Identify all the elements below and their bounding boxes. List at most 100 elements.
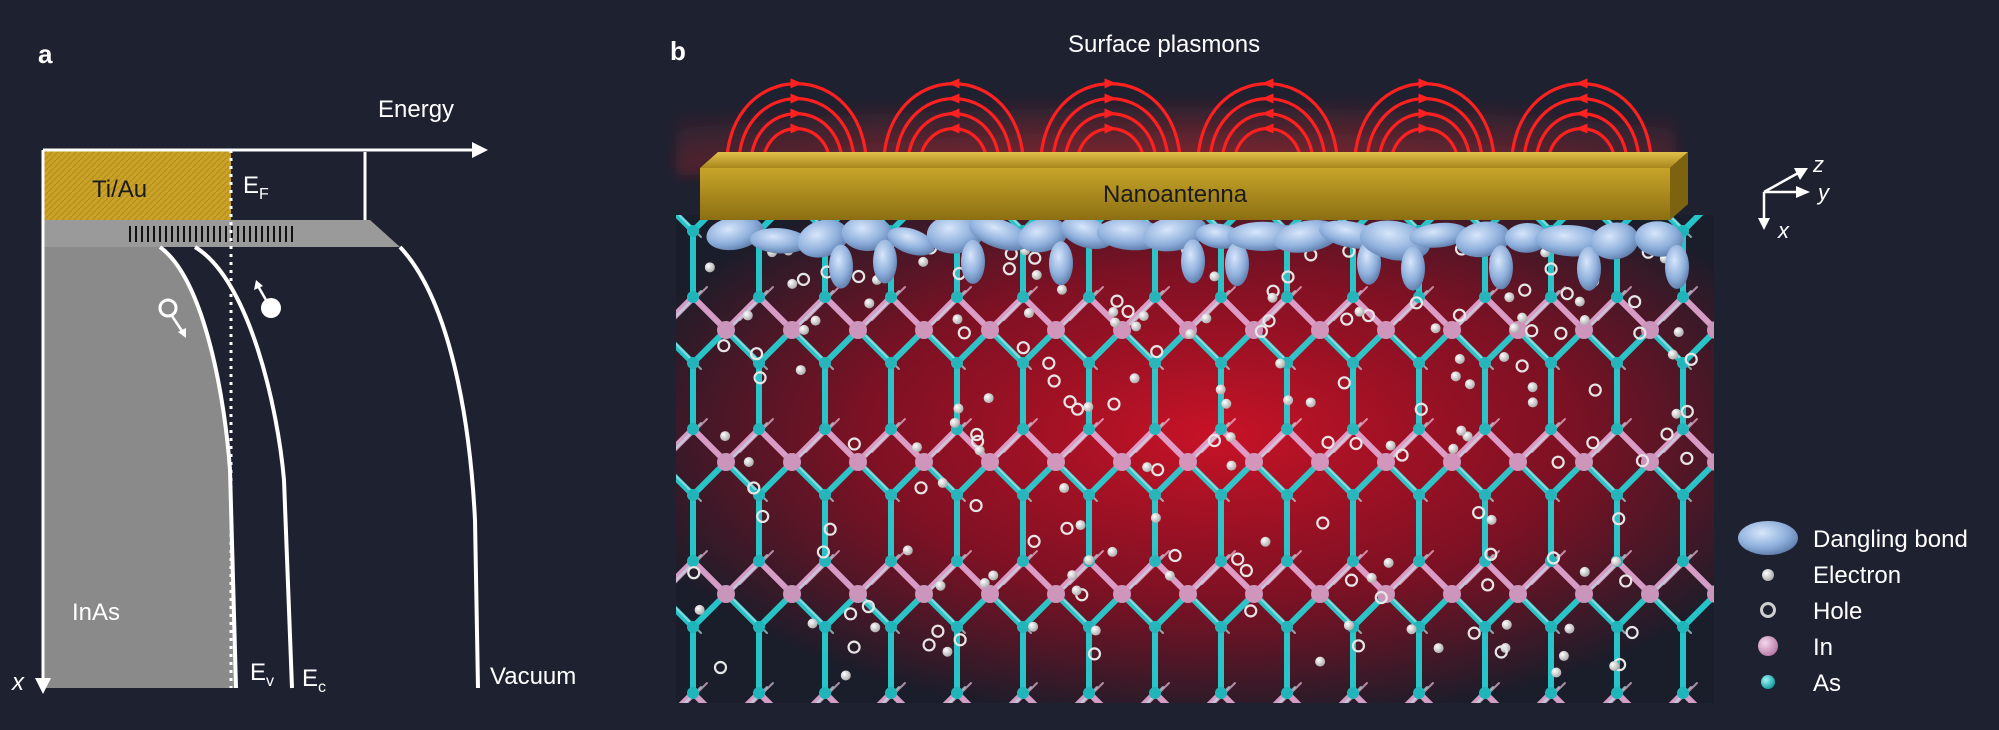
indium-atom-icon xyxy=(1758,636,1778,656)
hole-icon xyxy=(970,427,984,442)
electron-icon xyxy=(787,278,798,289)
hole-icon xyxy=(1150,344,1164,359)
electron-icon xyxy=(1142,462,1153,473)
electron-icon xyxy=(799,324,810,335)
electron-icon xyxy=(1260,536,1271,547)
plasmon-lobe xyxy=(881,78,1026,169)
hole-icon xyxy=(747,481,761,495)
nanoantenna: Nanoantenna xyxy=(700,152,1688,220)
electron-icon xyxy=(1433,643,1444,654)
field-arrow-icon xyxy=(1104,78,1117,89)
hole-icon xyxy=(969,498,983,513)
electron-icon xyxy=(1075,520,1086,531)
hole-marker-icon xyxy=(158,298,186,338)
field-arrow-icon xyxy=(947,108,960,119)
plasmon-lobe xyxy=(1038,78,1183,169)
valence-band-label: Ev xyxy=(250,659,274,690)
hole-icon xyxy=(1374,590,1388,605)
field-arrow-icon xyxy=(790,108,803,119)
electron-icon xyxy=(949,417,960,428)
hole-icon xyxy=(1254,324,1269,338)
electron-icon xyxy=(1059,483,1070,494)
hole-icon xyxy=(1586,436,1600,450)
electron-icon xyxy=(1450,371,1461,382)
field-arrow-icon xyxy=(1104,123,1117,134)
hole-icon xyxy=(1409,296,1424,310)
legend: Dangling bond Electron Hole In As xyxy=(1738,521,1968,697)
electron-icon xyxy=(1221,398,1232,409)
interface-layer xyxy=(43,220,400,247)
electron-icon xyxy=(1275,358,1286,369)
electron-icon xyxy=(1504,292,1515,303)
semiconductor-label: InAs xyxy=(72,599,120,626)
electron-icon xyxy=(1129,373,1140,384)
dangling-bond-icon xyxy=(1195,223,1243,249)
hole-icon xyxy=(1484,547,1498,561)
hole-icon xyxy=(753,371,767,385)
electron-icon xyxy=(1315,656,1326,667)
electron-icon xyxy=(1028,621,1039,632)
electron-icon xyxy=(810,315,821,326)
nanoantenna-label: Nanoantenna xyxy=(1103,181,1248,208)
electron-icon xyxy=(1201,313,1212,324)
hole-icon xyxy=(713,660,728,675)
hole-icon xyxy=(1121,304,1135,319)
hole-icon xyxy=(1494,645,1508,659)
legend-item-hole: Hole xyxy=(1760,598,1862,625)
electron-icon xyxy=(979,577,990,588)
legend-item-in: In xyxy=(1758,634,1833,661)
axis-y-label: y xyxy=(1816,180,1831,205)
electron-icon xyxy=(1527,382,1538,393)
electron-icon xyxy=(807,618,818,629)
electron-icon xyxy=(1267,292,1278,303)
dangling-bond-icon xyxy=(1577,246,1601,291)
hole-icon xyxy=(1107,397,1121,411)
legend-label: Electron xyxy=(1813,562,1901,589)
field-arrow-icon xyxy=(1418,123,1431,134)
dangling-bond-icon xyxy=(1018,218,1068,253)
hole-icon xyxy=(1554,326,1568,340)
hole-icon xyxy=(687,566,701,580)
hole-icon xyxy=(1760,602,1776,618)
hole-icon xyxy=(1349,436,1363,451)
electron-icon xyxy=(1354,306,1365,317)
field-arrow-icon xyxy=(947,78,960,89)
electron-icon xyxy=(1067,570,1078,581)
energy-axis-label: Energy xyxy=(378,96,454,123)
electron-icon xyxy=(720,431,731,442)
hole-icon xyxy=(1560,287,1574,301)
hole-icon xyxy=(953,633,967,647)
electron-icon xyxy=(942,646,953,657)
electron-icon xyxy=(1131,321,1142,332)
fermi-label: EF xyxy=(243,172,269,203)
electron-icon xyxy=(1430,323,1441,334)
hole-icon xyxy=(931,624,945,638)
electron-icon xyxy=(1464,379,1475,390)
electron-icon xyxy=(902,545,913,556)
hole-icon xyxy=(1551,455,1565,469)
hole-icon xyxy=(847,437,861,451)
hole-icon xyxy=(847,640,861,654)
hole-icon xyxy=(1028,251,1042,265)
electron-icon xyxy=(1448,443,1459,454)
field-arrow-icon xyxy=(1261,78,1274,89)
electron-icon xyxy=(1031,269,1042,280)
hole-icon xyxy=(1481,578,1495,592)
hole-icon xyxy=(1244,604,1258,618)
dangling-bond-icon xyxy=(749,228,809,254)
hole-icon xyxy=(1027,534,1041,548)
electron-icon xyxy=(1406,624,1417,635)
interface-states xyxy=(129,226,293,242)
legend-label: In xyxy=(1813,634,1833,661)
dangling-bond-icon xyxy=(1225,242,1249,287)
hole-icon xyxy=(914,481,928,495)
field-arrow-icon xyxy=(1418,78,1431,89)
electron-icon xyxy=(1551,667,1562,678)
dangling-bond-icon xyxy=(1504,222,1550,253)
vacuum-level xyxy=(398,245,480,689)
field-arrow-icon xyxy=(790,93,803,104)
electron-icon xyxy=(1107,546,1118,557)
electron-icon xyxy=(1056,284,1067,295)
axis-z-label: z xyxy=(1812,152,1824,177)
electron-icon xyxy=(1501,619,1512,630)
